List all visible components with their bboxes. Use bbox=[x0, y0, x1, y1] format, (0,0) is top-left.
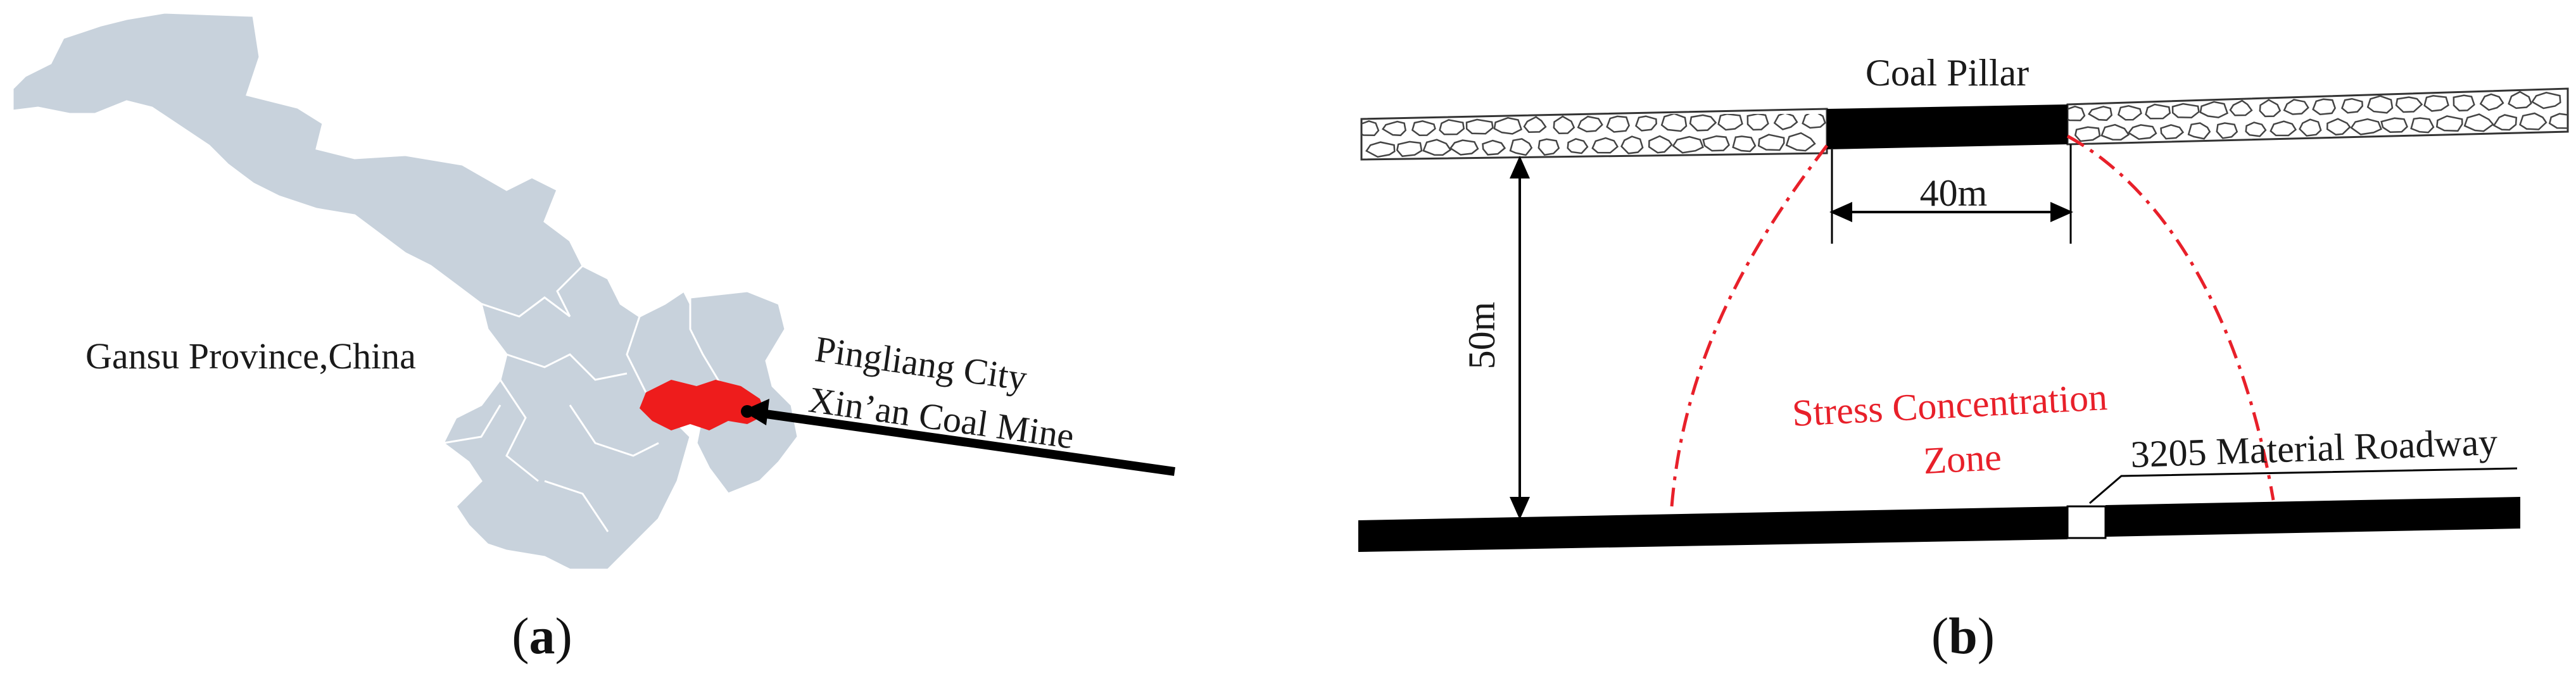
province-label: Gansu Province,China bbox=[85, 335, 416, 377]
rock-fragment bbox=[2519, 112, 2548, 130]
roadway-leader-line bbox=[2089, 467, 2518, 504]
rock-fragment bbox=[2326, 118, 2351, 136]
rock-fragment bbox=[2245, 122, 2267, 137]
stress-zone-label-line1: Stress Concentration bbox=[1791, 376, 2108, 434]
mine-pointer-arrowhead bbox=[742, 399, 769, 425]
stress-zone-outline-right bbox=[2066, 134, 2275, 501]
gansu-province-map bbox=[11, 11, 1175, 571]
rock-fragment bbox=[1732, 135, 1757, 153]
panel-b-label: (b) bbox=[1931, 607, 1995, 665]
rock-fragment bbox=[1411, 120, 1436, 137]
rock-fragment bbox=[1717, 114, 1743, 131]
rock-fragment bbox=[2171, 103, 2200, 118]
rock-fragment bbox=[2270, 120, 2297, 137]
roadway-label: 3205 Material Roadway bbox=[2130, 421, 2498, 475]
rock-fragment bbox=[1635, 115, 1657, 132]
rock-fragment bbox=[2117, 105, 2142, 121]
stress-zone-outline bbox=[1670, 144, 1828, 507]
rock-fragment bbox=[2366, 95, 2394, 114]
rock-fragment bbox=[1396, 141, 1423, 158]
rock-fragment bbox=[2283, 99, 2309, 115]
mine-label: Xin’an Coal Mine bbox=[806, 379, 1076, 457]
rock-fragment bbox=[2199, 101, 2229, 118]
rock-fragment bbox=[2350, 118, 2382, 135]
rock-fragment bbox=[1802, 114, 1826, 129]
coal-pillar bbox=[1827, 104, 2068, 149]
rock-fragment bbox=[1606, 115, 1630, 133]
rock-fragment bbox=[1702, 135, 1730, 152]
rock-fragment bbox=[1365, 141, 1396, 158]
lower-coal-seam-right bbox=[2106, 497, 2520, 537]
rock-fragment bbox=[2187, 122, 2211, 140]
prefecture-borders bbox=[239, 189, 659, 532]
rock-fragment bbox=[1757, 134, 1785, 151]
rock-fragment bbox=[2435, 115, 2463, 132]
rock-fragment bbox=[1422, 139, 1452, 156]
rock-fragment bbox=[2229, 99, 2253, 116]
rock-fragment bbox=[2100, 123, 2130, 141]
rock-fragment bbox=[2479, 93, 2504, 111]
rock-fragment bbox=[2410, 117, 2435, 134]
rock-fragment bbox=[1509, 138, 1533, 156]
height-label: 50m bbox=[1461, 302, 1503, 370]
rock-fragment bbox=[1773, 114, 1798, 130]
cross-section-diagram bbox=[1358, 87, 2569, 552]
rock-fragment bbox=[1523, 116, 1547, 133]
rock-fragment bbox=[1537, 138, 1560, 156]
rock-fragment bbox=[1648, 135, 1673, 154]
rock-fragment bbox=[1746, 114, 1769, 131]
rock-fragment bbox=[1689, 114, 1717, 132]
rock-fragment bbox=[1449, 139, 1479, 156]
goaf-upper-left bbox=[1360, 108, 1828, 161]
rock-fragment bbox=[2548, 113, 2568, 129]
rock-fragment bbox=[2463, 113, 2494, 132]
rock-fragment bbox=[2259, 99, 2282, 118]
rock-fragment bbox=[2074, 126, 2101, 142]
rock-fragment bbox=[2531, 92, 2561, 110]
rock-fragment bbox=[2492, 114, 2518, 131]
rock-fragment bbox=[1660, 114, 1688, 132]
pillar-width-label: 40m bbox=[1920, 172, 1988, 214]
rock-fragment bbox=[1577, 115, 1603, 133]
rock-fragment bbox=[2395, 96, 2423, 113]
rock-fragment bbox=[1482, 139, 1506, 156]
rock-fragment bbox=[1591, 137, 1619, 154]
rock-fragment bbox=[2453, 94, 2475, 112]
rock-fragment bbox=[1785, 132, 1816, 152]
rock-fragment bbox=[1493, 116, 1523, 135]
rock-fragment bbox=[2216, 122, 2238, 139]
material-roadway bbox=[2066, 505, 2107, 539]
rock-fragment bbox=[2087, 106, 2113, 122]
rock-fragment bbox=[1620, 135, 1644, 154]
goaf-upper-right bbox=[2066, 87, 2569, 146]
coal-pillar-label: Coal Pillar bbox=[1866, 52, 2029, 94]
rock-fragment bbox=[1439, 119, 1465, 135]
rock-fragment bbox=[2127, 124, 2157, 140]
rock-fragment bbox=[2145, 103, 2171, 120]
rock-fragment bbox=[2312, 98, 2336, 115]
rock-fragment bbox=[1672, 135, 1704, 154]
province-outline bbox=[11, 11, 749, 571]
rock-fragment bbox=[2423, 95, 2449, 112]
rock-fragment bbox=[2508, 91, 2532, 110]
rock-fragment bbox=[1567, 138, 1589, 154]
mine-pointer-arrow bbox=[756, 408, 1175, 476]
stress-zone-label-line2: Zone bbox=[1923, 436, 2003, 482]
rock-fragment bbox=[1361, 120, 1380, 137]
pingliang-highlight bbox=[640, 380, 766, 430]
rock-fragment bbox=[2160, 124, 2185, 140]
rock-fragment bbox=[2380, 117, 2408, 133]
rock-fragment bbox=[2341, 97, 2363, 114]
rock-fragment bbox=[1465, 118, 1494, 135]
rock-fragment bbox=[2068, 105, 2086, 122]
rock-fragment bbox=[2299, 118, 2322, 137]
lower-coal-seam bbox=[1358, 506, 2068, 552]
rock-fragment bbox=[1381, 120, 1407, 137]
panel-a-label: (a) bbox=[512, 607, 572, 665]
rock-fragment bbox=[1553, 115, 1575, 135]
